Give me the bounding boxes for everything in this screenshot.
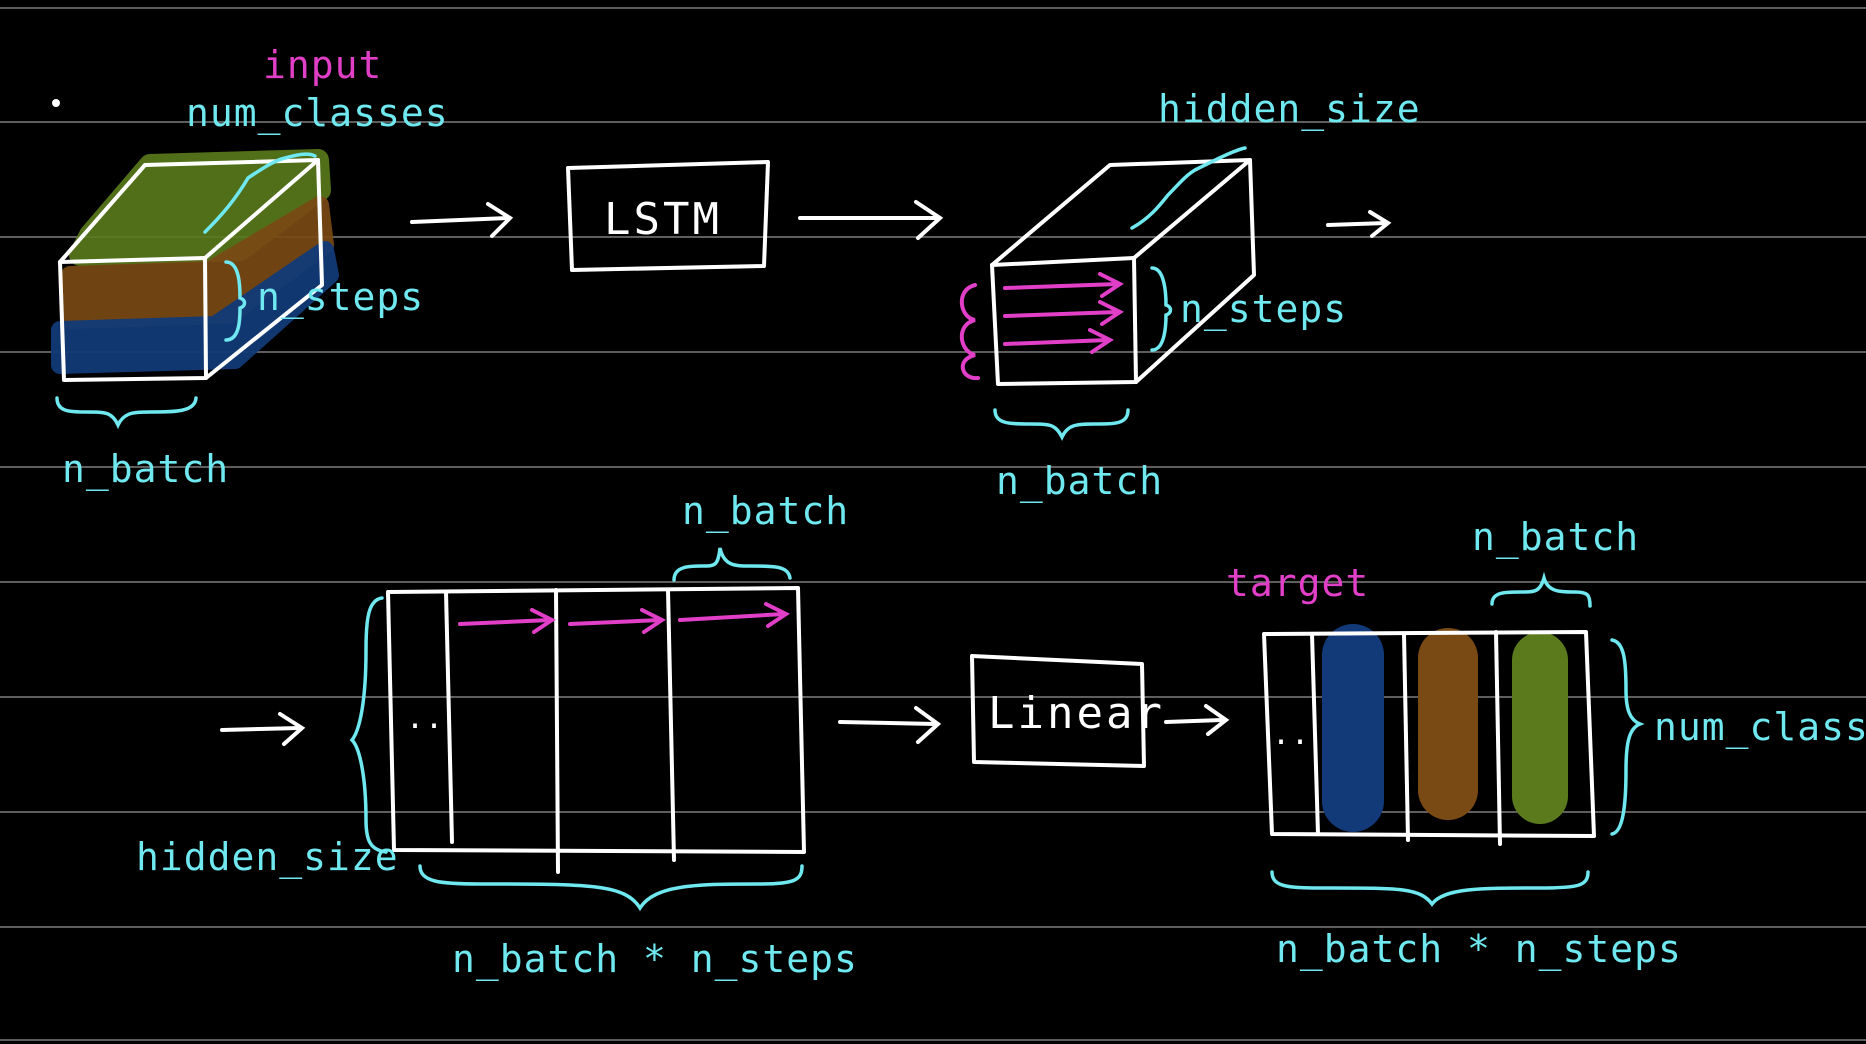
input-label: input (263, 43, 382, 87)
n-batch-steps-label-right: n_batch * n_steps (1276, 927, 1682, 972)
hidden-size-squiggle (1130, 146, 1247, 230)
arrow-to-linear (838, 706, 942, 744)
matrix-divider (554, 588, 560, 874)
hidden-cube-front-face (990, 256, 1138, 386)
time-arrow-3 (1003, 338, 1110, 346)
n-batch-label-left: n_batch (62, 447, 229, 492)
target-dots: .. (1272, 717, 1310, 752)
n-steps-label-right: n_steps (1180, 287, 1347, 332)
arrow-to-lstm (410, 202, 514, 238)
matrix-divider (444, 590, 454, 844)
stray-dot (52, 99, 60, 107)
time-arrow-4 (458, 618, 552, 626)
arrow-from-lstm (798, 200, 944, 240)
n-batch-matrix-brace (672, 547, 792, 582)
n-steps-label-left: n_steps (257, 275, 424, 320)
arrow-to-matrix (220, 712, 306, 746)
time-arrow-1 (1003, 282, 1120, 290)
hidden-cube (959, 146, 1256, 441)
n-batch-target-label: n_batch (1472, 515, 1639, 560)
time-arrow-6 (678, 612, 786, 622)
target-matrix (1262, 624, 1596, 846)
time-arrow-5 (568, 618, 662, 626)
num-classes-brace (1610, 638, 1645, 836)
cube-top-face (58, 158, 320, 264)
n-batch-label-right: n_batch (996, 459, 1163, 504)
blue-strip (1322, 624, 1384, 832)
recurrence-loops (959, 283, 980, 381)
linear-label: Linear (988, 688, 1165, 739)
target-label: target (1226, 561, 1369, 605)
hidden-cube-side-face (1134, 158, 1256, 384)
time-arrow-2 (1003, 310, 1120, 318)
target-outline (1262, 630, 1596, 838)
target-divider (1494, 630, 1502, 846)
linear-box (970, 654, 1146, 768)
matrix-time-arrows (458, 602, 790, 634)
n-batch-steps-brace-right (1270, 870, 1590, 907)
green-strip (1512, 632, 1568, 824)
n-batch-matrix-label: n_batch (682, 489, 849, 534)
lstm-box (566, 160, 770, 272)
n-steps-brace-left (224, 260, 247, 342)
matrix-outline (386, 586, 806, 854)
n-batch-steps-label-left: n_batch * n_steps (452, 937, 858, 982)
arrow-from-linear (1164, 704, 1230, 736)
n-steps-brace-right (1150, 266, 1173, 352)
num-classes-label: num_classes (186, 91, 449, 136)
num-classes-right-label: num_classes (1654, 705, 1866, 750)
matrix-dots: .. (406, 701, 444, 736)
target-divider (1402, 632, 1410, 842)
arrow-continue-top (1326, 210, 1392, 238)
target-divider (1310, 632, 1320, 836)
n-batch-target-brace (1490, 571, 1592, 608)
cube-side-face (204, 158, 324, 380)
input-cube (51, 149, 339, 430)
lstm-label: LSTM (604, 194, 722, 245)
num-classes-squiggle (203, 152, 317, 234)
matrix-divider (666, 588, 676, 862)
n-batch-brace-right (993, 408, 1130, 441)
hidden-size-top-label: hidden_size (1158, 87, 1421, 132)
blue-highlight (51, 241, 339, 374)
n-batch-steps-brace-left (418, 864, 804, 912)
hidden-cube-top-face (990, 158, 1252, 267)
n-batch-brace-left (55, 396, 198, 430)
hidden-matrix (386, 586, 806, 874)
hidden-size-brace (349, 596, 388, 854)
hidden-size-label: hidden_size (136, 835, 399, 880)
orange-strip (1418, 628, 1478, 820)
